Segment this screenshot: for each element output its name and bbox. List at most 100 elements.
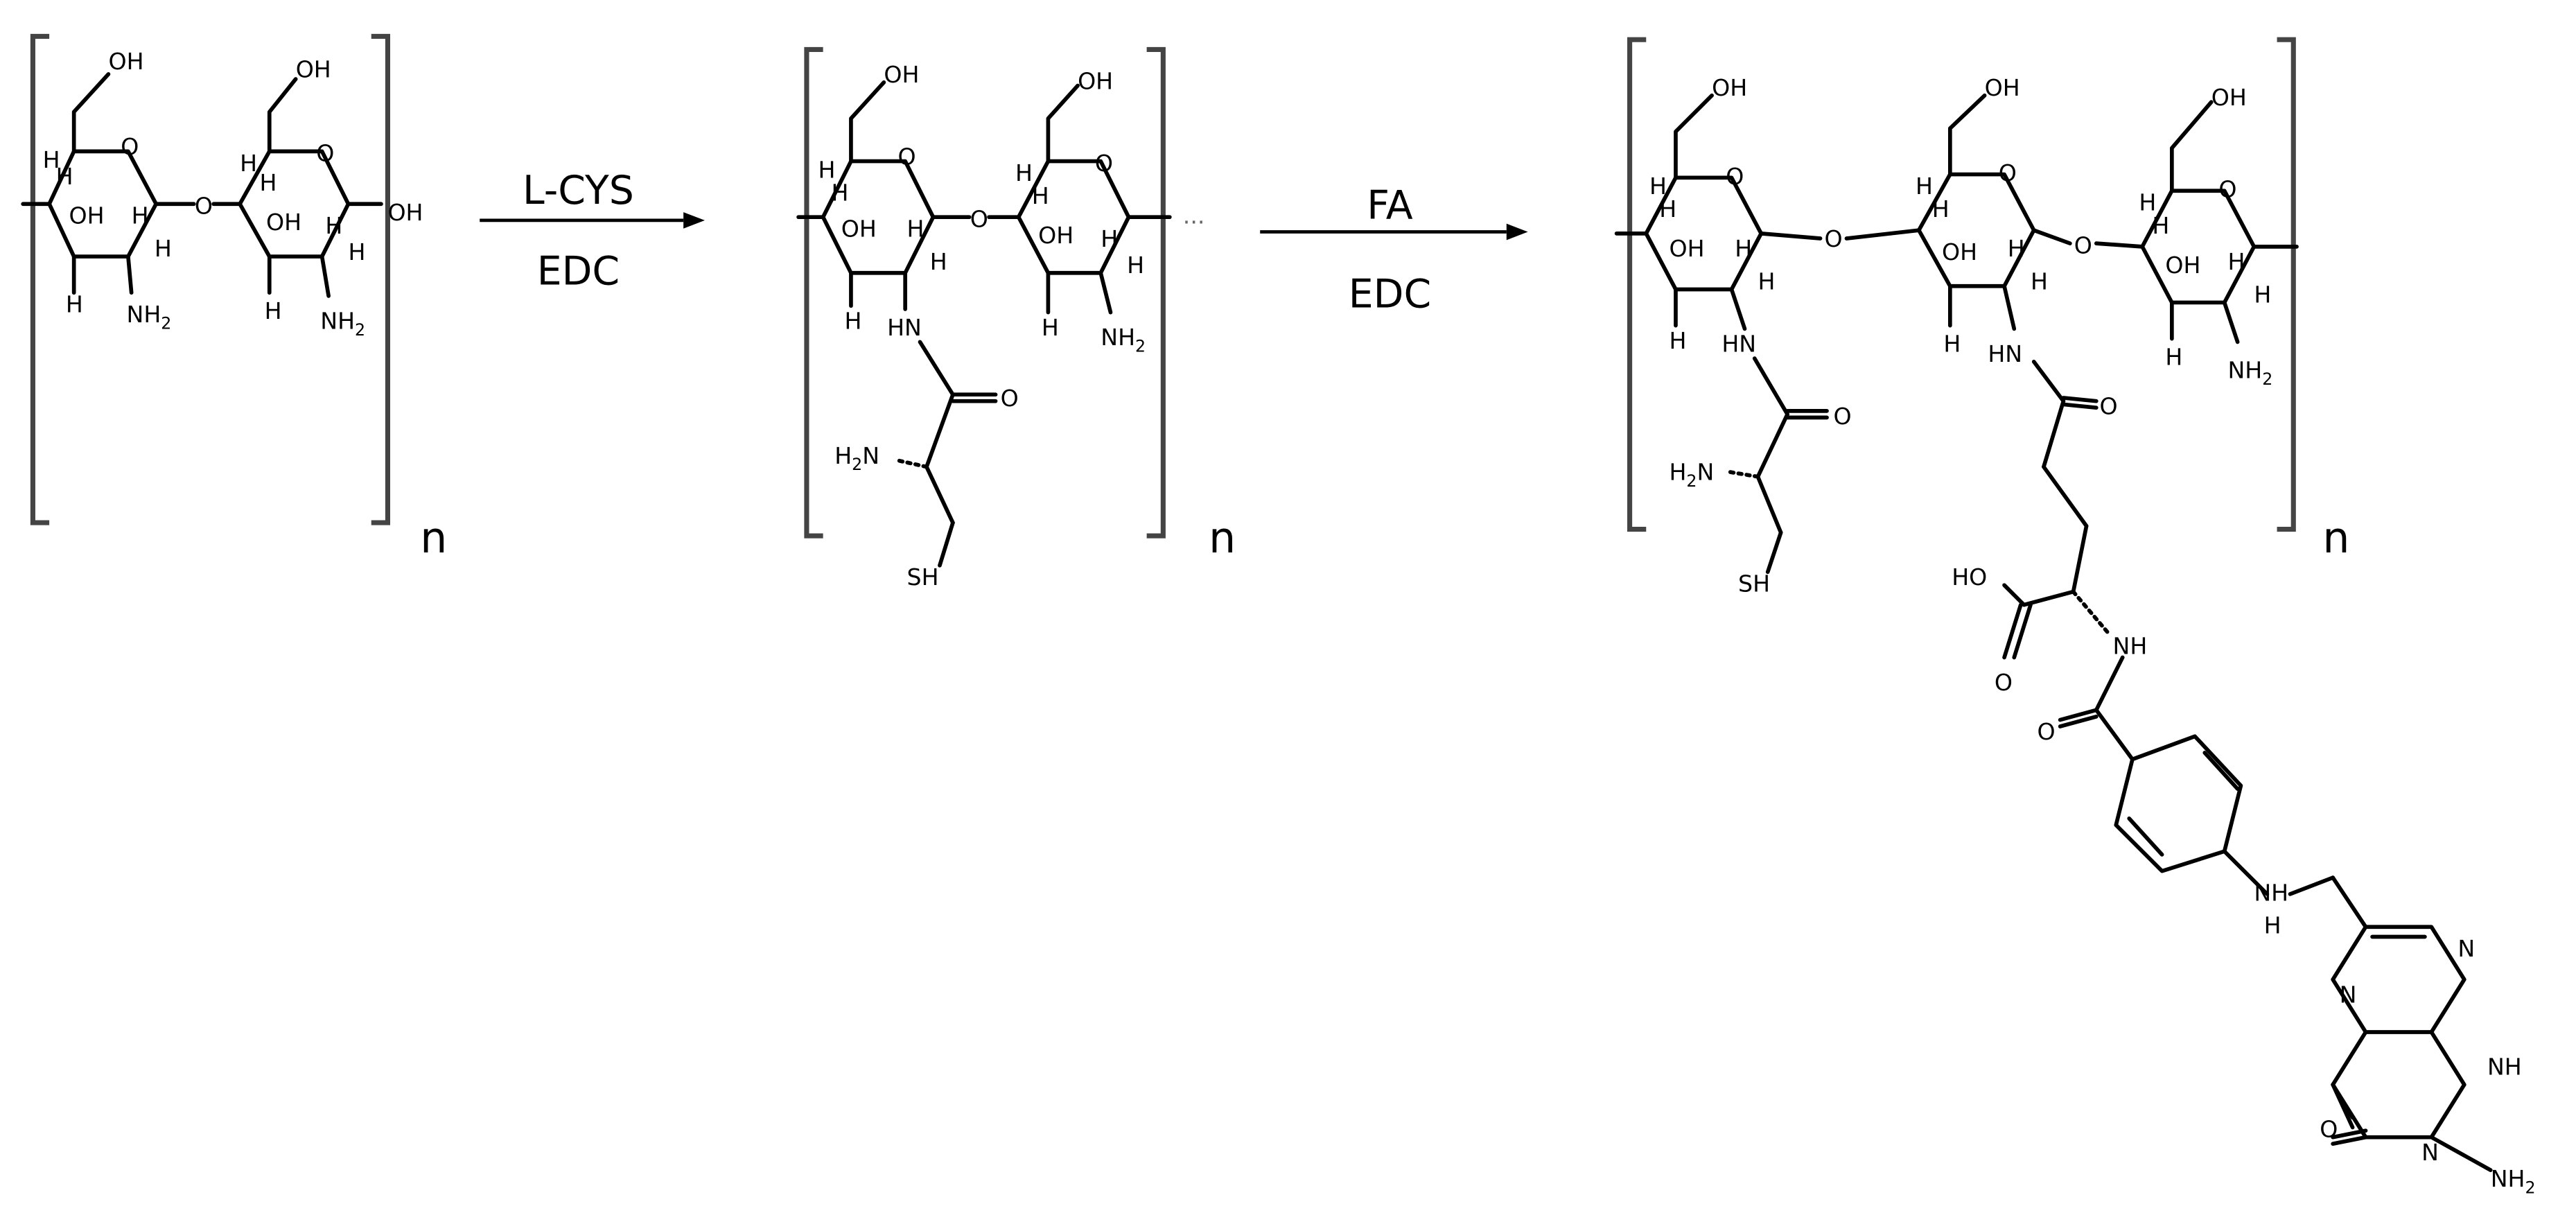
amino-label: H2N	[834, 442, 879, 474]
pteridine-nitrogen: N	[2421, 1139, 2439, 1166]
acid-oxygen: O	[1995, 669, 2013, 696]
glycosidic-oxygen: O	[1824, 225, 1842, 252]
amide-oxygen: O	[2037, 718, 2055, 745]
hydrogen-label: H	[2254, 281, 2271, 308]
hydrogen-label: H	[1042, 314, 1059, 341]
hydrogen-label: H	[2165, 344, 2182, 371]
hydrogen-label: H	[1101, 225, 1118, 252]
reaction-arrow-1: L-CYS EDC	[480, 168, 705, 294]
glycosidic-oxygen: O	[970, 205, 988, 232]
hydrogen-label: H	[818, 156, 836, 183]
amine-label: NH	[2254, 879, 2288, 906]
hydroxyl-label: OH	[884, 61, 919, 88]
imine-label: HN	[1721, 331, 1756, 358]
amide-oxygen: O	[1834, 403, 1852, 430]
hydroxyl-label: OH	[387, 199, 423, 226]
hydroxyl-label: OH	[1078, 67, 1113, 94]
ring-oxygen: O	[1726, 163, 1744, 190]
acid-hydroxyl: HO	[1952, 564, 1987, 591]
pteridine-nitrogen: N	[2340, 981, 2357, 1008]
terminal-dots: ···	[1183, 209, 1205, 236]
hydrogen-label: H	[1943, 331, 1961, 358]
hydrogen-label: H	[1649, 173, 1667, 200]
glycosidic-oxygen: O	[195, 192, 213, 219]
pteridine-nitrogen: N	[2457, 935, 2475, 962]
reaction-arrow-2: FA EDC	[1260, 183, 1528, 317]
hydrogen-label: H	[2152, 212, 2169, 239]
hydroxyl-label: OH	[108, 48, 143, 75]
pteridine-amine: NH	[2487, 1054, 2522, 1081]
repeat-n-2: n	[1209, 513, 1236, 563]
bracket-monomer-2	[804, 46, 1166, 539]
hydrogen-label: H	[66, 291, 83, 318]
repeat-n-1: n	[420, 513, 447, 563]
hydrogen-label: H	[1932, 195, 1949, 222]
catalyst-edc-2: EDC	[1349, 272, 1431, 317]
amino-label: H2N	[1669, 458, 1714, 490]
hydrogen-label: H	[907, 216, 925, 243]
ring-oxygen: O	[897, 143, 915, 170]
bracket-monomer-1	[30, 33, 391, 525]
hydroxyl-label: OH	[841, 216, 877, 243]
thiol-label: SH	[907, 564, 939, 591]
hydroxyl-label: OH	[1038, 222, 1074, 249]
imine-label: HN	[1988, 340, 2022, 367]
hydroxyl-label: OH	[69, 202, 105, 229]
ring-oxygen: O	[2218, 176, 2236, 203]
amino-label: NH2	[320, 307, 365, 339]
hydrogen-label: H	[1015, 159, 1033, 186]
ring-oxygen: O	[121, 133, 139, 160]
hydrogen-label: H	[1758, 268, 1775, 295]
amino-label: NH2	[2227, 356, 2272, 388]
hydroxyl-label: OH	[1985, 74, 2020, 101]
hydrogen-label: H	[43, 146, 60, 173]
repeat-n-3: n	[2322, 513, 2349, 563]
amide-oxygen: O	[1001, 385, 1019, 412]
amide-oxygen: O	[2100, 393, 2118, 420]
hydrogen-label: H	[56, 163, 73, 190]
hydrogen-label: H	[2139, 189, 2156, 216]
ring-oxygen: O	[316, 140, 334, 167]
hydroxyl-label: OH	[296, 56, 331, 83]
amine-label: NH	[2113, 633, 2148, 660]
reagent-l-cys: L-CYS	[523, 168, 634, 213]
hydrogen-label: H	[1659, 195, 1676, 222]
hydroxyl-label: OH	[2165, 252, 2200, 279]
molecule-chitosan: O O O OH OH OH OH OH NH2 NH2 H H H H H H…	[21, 48, 423, 340]
hydrogen-label: H	[2264, 912, 2281, 939]
amino-label: NH2	[2491, 1165, 2536, 1197]
hydroxyl-label: OH	[2211, 84, 2247, 111]
hydrogen-label: H	[240, 150, 257, 177]
hydrogen-label: H	[844, 307, 861, 334]
amino-label: NH2	[1101, 324, 1146, 356]
hydrogen-label: H	[1127, 252, 1144, 279]
hydrogen-label: H	[325, 212, 342, 239]
hydrogen-label: H	[831, 179, 848, 206]
hydrogen-label: H	[155, 235, 172, 262]
hydrogen-label: H	[930, 248, 947, 275]
thiol-label: SH	[1738, 570, 1770, 597]
hydrogen-label: H	[265, 297, 282, 324]
hydroxyl-label: OH	[1712, 74, 1747, 101]
hydrogen-label: H	[349, 238, 366, 265]
hydroxyl-label: OH	[1942, 238, 1977, 265]
hydroxyl-label: OH	[1669, 235, 1704, 262]
hydrogen-label: H	[1032, 182, 1049, 209]
pteridine-oxygen: O	[2320, 1116, 2338, 1143]
hydrogen-label: H	[260, 169, 277, 196]
amino-label: NH2	[127, 301, 172, 333]
hydrogen-label: H	[2227, 248, 2245, 275]
hydrogen-label: H	[2008, 235, 2025, 262]
molecule-chitosan-cysteine-folate: O O O O O OH OH OH OH OH OH HN HN O O H2…	[1614, 74, 2536, 1197]
reagent-fa: FA	[1367, 183, 1412, 229]
hydrogen-label: H	[1735, 235, 1752, 262]
hydroxyl-label: OH	[266, 209, 301, 236]
glycosidic-oxygen: O	[2074, 232, 2092, 259]
catalyst-edc-1: EDC	[537, 248, 620, 294]
hydrogen-label: H	[1916, 173, 1933, 200]
imine-label: HN	[887, 314, 922, 341]
hydrogen-label: H	[2031, 268, 2048, 295]
bracket-monomer-3	[1627, 37, 2296, 532]
hydrogen-label: H	[132, 202, 149, 229]
